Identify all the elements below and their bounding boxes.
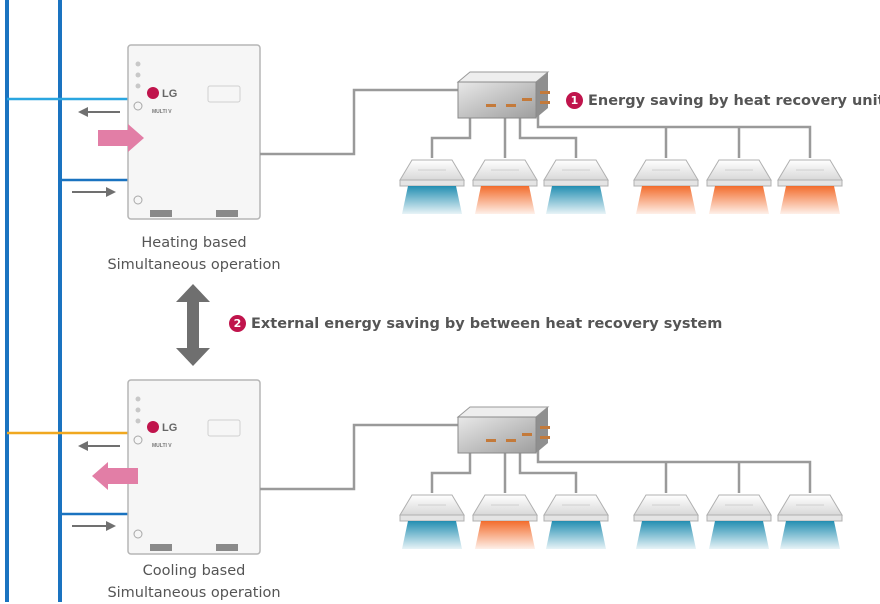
lg-logo-icon — [147, 87, 159, 99]
callout-heat-recovery-unit: 1 Energy saving by heat recovery unit — [566, 92, 880, 109]
top-indoor-unit-warm — [777, 159, 843, 214]
brand-logo: LG — [162, 422, 177, 434]
airflow-cool — [780, 521, 840, 549]
outdoor-unit-bottom: LG MULTI V — [127, 379, 261, 555]
model-logo: MULTI V — [152, 109, 172, 115]
airflow-warm — [709, 186, 769, 214]
bottom-indoor-unit-cool — [706, 494, 772, 549]
arrow-right-icon — [72, 521, 116, 531]
bottom-indoor-units — [399, 494, 843, 549]
heat-recovery-unit-bottom — [456, 406, 550, 454]
model-logo: MULTI V — [152, 443, 172, 449]
top-branch-pipes — [430, 110, 812, 158]
bottom-caption-line1: Cooling based — [142, 563, 246, 579]
bottom-branch-pipes — [430, 445, 812, 493]
airflow-cool — [546, 521, 606, 549]
arrow-left-icon — [78, 441, 120, 451]
airflow-warm — [475, 521, 535, 549]
top-main-pipe — [260, 88, 460, 156]
callout-2-text: External energy saving by between heat r… — [251, 315, 723, 332]
callout-heat-recovery-system: 2 External energy saving by between heat… — [229, 315, 722, 332]
airflow-cool — [709, 521, 769, 549]
airflow-cool — [402, 521, 462, 549]
bottom-indoor-unit-cool — [777, 494, 843, 549]
top-indoor-unit-warm — [706, 159, 772, 214]
callout-1-text: Energy saving by heat recovery unit — [588, 92, 880, 109]
airflow-warm — [780, 186, 840, 214]
bottom-main-pipe — [260, 423, 460, 491]
top-caption-line1: Heating based — [141, 235, 247, 251]
number-badge-2: 2 — [229, 315, 246, 332]
top-indoor-unit-cool — [543, 159, 609, 214]
brand-logo: LG — [162, 88, 177, 100]
bottom-indoor-unit-warm — [472, 494, 538, 549]
bottom-system-caption: Cooling based Simultaneous operation — [74, 560, 314, 604]
outdoor-unit-top: LG MULTI V — [127, 44, 261, 220]
airflow-cool — [402, 186, 462, 214]
lg-logo-icon — [147, 421, 159, 433]
bottom-indoor-unit-cool — [633, 494, 699, 549]
arrow-right-icon — [72, 187, 116, 197]
top-indoor-units — [399, 159, 843, 214]
airflow-warm — [475, 186, 535, 214]
top-indoor-unit-warm — [633, 159, 699, 214]
double-arrow-vertical-icon — [176, 284, 210, 366]
airflow-cool — [636, 521, 696, 549]
top-system-caption: Heating based Simultaneous operation — [74, 232, 314, 276]
bottom-indoor-unit-cool — [399, 494, 465, 549]
heat-recovery-unit-top — [456, 71, 550, 119]
arrow-left-icon — [78, 107, 120, 117]
top-indoor-unit-warm — [472, 159, 538, 214]
number-badge-1: 1 — [566, 92, 583, 109]
airflow-cool — [546, 186, 606, 214]
top-caption-line2: Simultaneous operation — [107, 257, 281, 273]
top-indoor-unit-cool — [399, 159, 465, 214]
bottom-caption-line2: Simultaneous operation — [107, 585, 281, 601]
bottom-indoor-unit-cool — [543, 494, 609, 549]
arrow-left-icon — [92, 462, 138, 490]
airflow-warm — [636, 186, 696, 214]
arrow-right-icon — [98, 124, 144, 152]
